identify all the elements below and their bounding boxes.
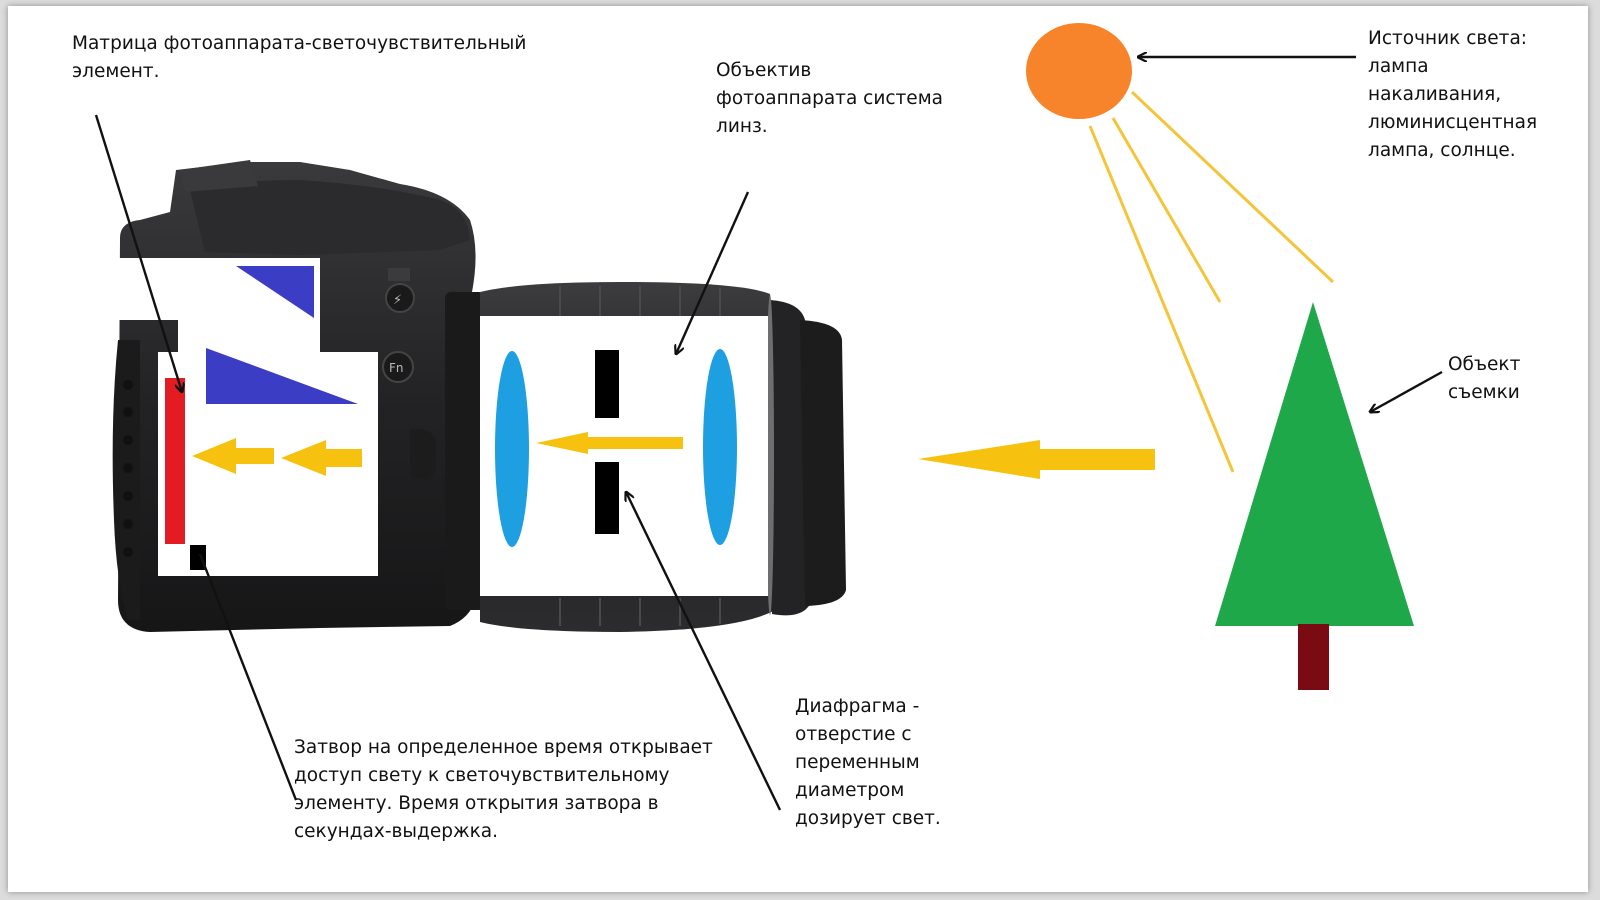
svg-text:Fn: Fn: [389, 361, 404, 375]
pentaprism-mirror: [236, 266, 314, 318]
label-aperture: Диафрагма - отверстие с переменным диаме…: [795, 696, 941, 829]
lens-element-rear: [495, 351, 529, 547]
tree-crown: [1215, 302, 1414, 626]
arrow-inside-2: [281, 440, 362, 476]
fn-button: [382, 351, 414, 383]
sensor-matrix: [165, 378, 185, 544]
pointer-aperture: [626, 492, 782, 811]
tree-trunk: [1298, 624, 1329, 690]
reflex-mirror: [206, 348, 358, 404]
label-object: Объект съемки: [1448, 354, 1521, 403]
pointer-object: [1370, 370, 1443, 412]
pointer-shutter: [198, 553, 298, 801]
svg-text:⚡: ⚡: [393, 293, 402, 308]
shutter-block: [190, 545, 206, 570]
pointer-lens: [676, 191, 750, 354]
aperture-blade-bottom: [595, 462, 619, 534]
arrow-scene: [918, 440, 1155, 479]
arrow-inside-1: [192, 438, 274, 474]
flash-button: [385, 283, 415, 313]
arrow-lens: [536, 432, 683, 454]
label-shutter: Затвор на определенное время открывает д…: [294, 737, 713, 842]
lens-element-front: [703, 349, 737, 545]
grip-texture: [123, 380, 133, 557]
label-light-source: Источник света: лампа накаливания, люмин…: [1368, 28, 1538, 161]
sun-circle: [1026, 23, 1132, 119]
tree-icon: [1215, 302, 1414, 690]
light-path-arrows: [192, 432, 1155, 479]
label-matrix: Матрица фотоаппарата-светочувствительный…: [72, 33, 527, 82]
sun-rays: [1088, 90, 1335, 473]
label-lens: Объектив фотоаппарата система линз.: [716, 60, 943, 137]
sun-icon: [1026, 23, 1335, 473]
pointer-matrix: [94, 114, 182, 392]
aperture-blade-top: [595, 350, 619, 418]
